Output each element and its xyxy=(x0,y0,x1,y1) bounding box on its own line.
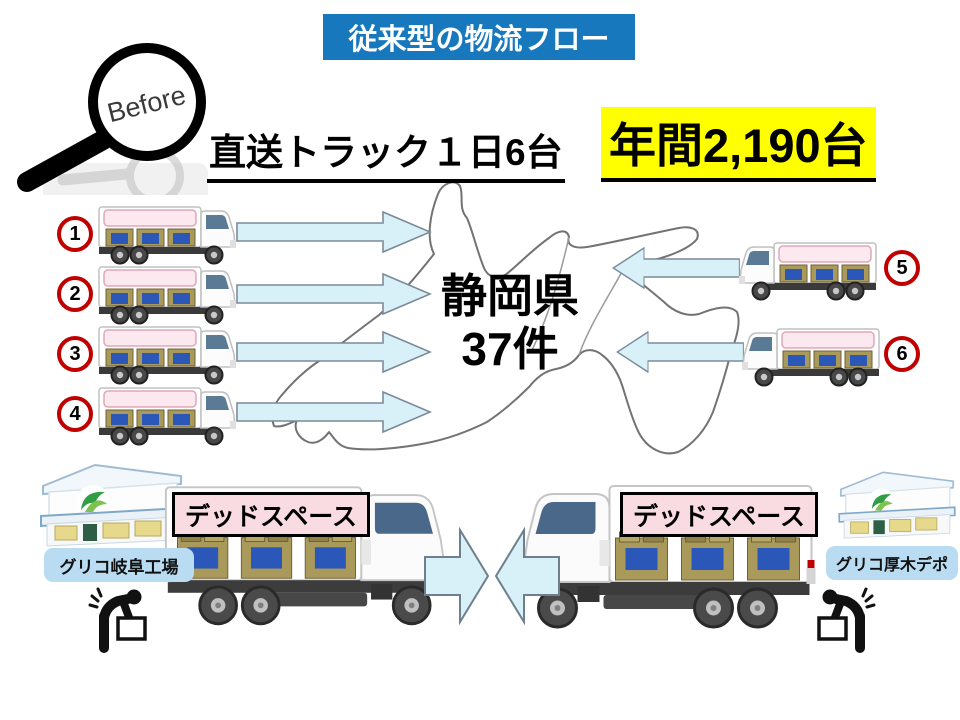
headline-direct-trucks: 直送トラック１日6台 xyxy=(207,122,565,183)
flow-arrow-right-1 xyxy=(236,211,431,253)
facility-label-gifu: グリコ岐阜工場 xyxy=(44,548,194,582)
magnifier-before-icon: Before xyxy=(17,43,208,195)
converge-arrow-right-icon xyxy=(424,527,490,625)
dead-space-label-left: デッドスペース xyxy=(172,492,370,537)
truck-number-badge-5: 5 xyxy=(884,250,920,286)
facility-label-atsugi: グリコ厚木デポ xyxy=(826,546,958,580)
cargo-truck-icon-6 xyxy=(740,327,881,387)
dead-space-label-right: デッドスペース xyxy=(620,492,818,537)
cargo-truck-icon-5 xyxy=(737,241,878,301)
truck-number-badge-4: 4 xyxy=(57,396,93,432)
flow-arrow-right-4 xyxy=(236,391,431,433)
factory-building-icon-atsugi xyxy=(836,460,958,548)
worker-loading-icon-right xyxy=(814,586,876,654)
truck-number-badge-1: 1 xyxy=(57,216,93,252)
cargo-truck-icon-4 xyxy=(97,385,237,447)
truck-number-badge-6: 6 xyxy=(884,336,920,372)
worker-loading-icon-left xyxy=(88,586,150,654)
cargo-truck-icon-3 xyxy=(97,324,237,386)
headline-annual-trucks: 年間2,190台 xyxy=(601,107,876,182)
flow-arrow-left-5 xyxy=(612,247,740,289)
flow-arrow-left-6 xyxy=(616,331,744,373)
shizuoka-map-outline xyxy=(271,181,740,455)
slide-title-banner: 従来型の物流フロー xyxy=(323,14,635,60)
converge-arrow-left-icon xyxy=(494,527,560,625)
cargo-truck-icon-1 xyxy=(97,204,237,266)
destination-prefecture: 静岡県 xyxy=(441,270,579,322)
truck-number-badge-2: 2 xyxy=(57,276,93,312)
destination-summary: 静岡県 37件 xyxy=(398,270,622,377)
cargo-truck-icon-2 xyxy=(97,264,237,326)
destination-count: 37件 xyxy=(461,323,559,376)
truck-number-badge-3: 3 xyxy=(57,336,93,372)
